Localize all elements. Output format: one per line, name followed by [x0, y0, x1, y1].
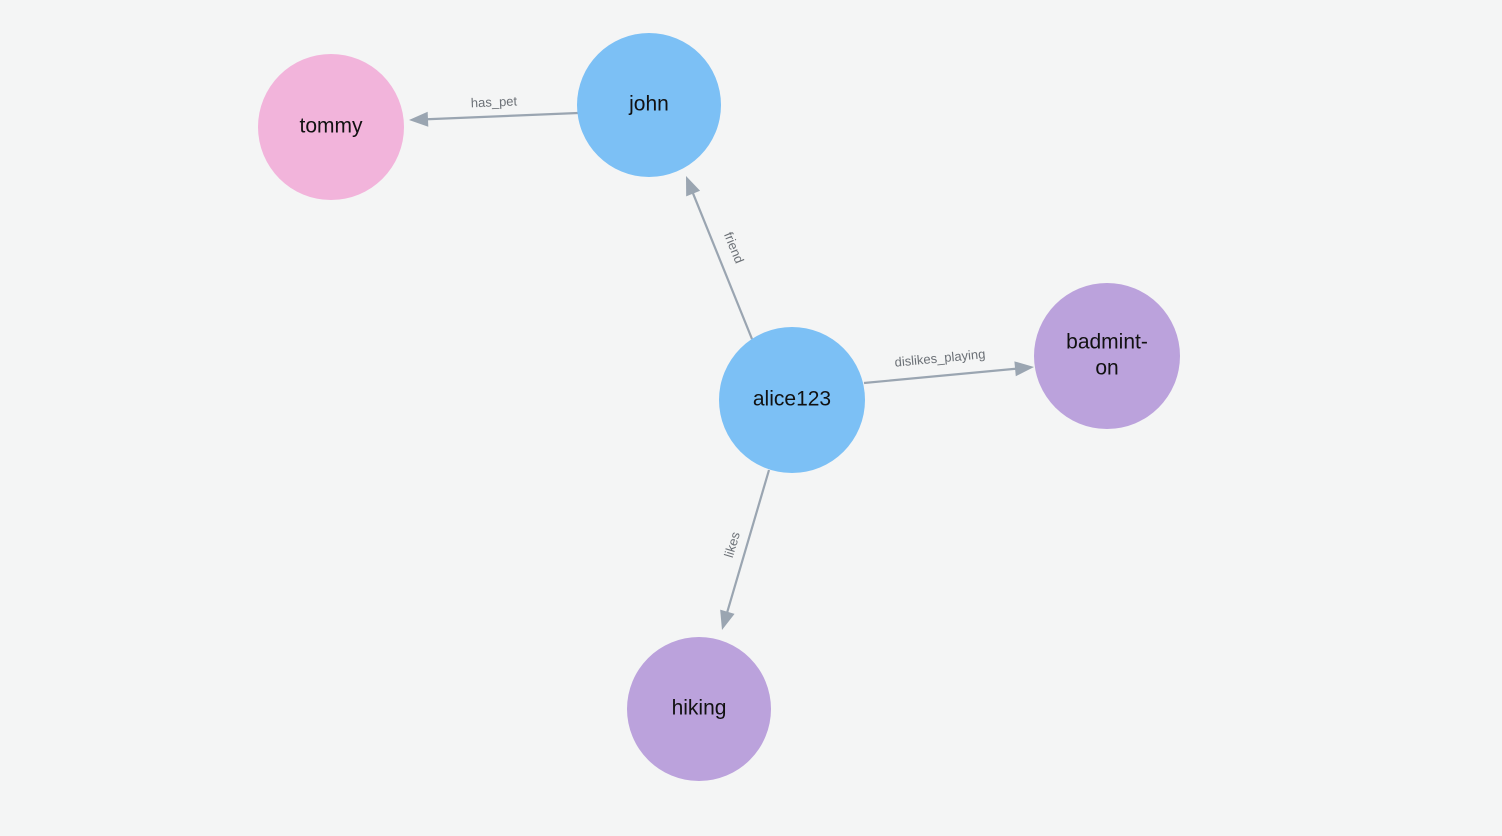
- edge-label: dislikes_playing: [894, 346, 986, 370]
- edge-label: likes: [721, 530, 743, 560]
- node-circle[interactable]: [577, 33, 721, 177]
- graph-node-alice123[interactable]: alice123: [719, 327, 865, 473]
- edge-arrowhead-icon: [409, 111, 429, 127]
- nodes-layer: tommy john alice123 badmint-on hiking: [258, 33, 1180, 781]
- graph-node-hiking[interactable]: hiking: [627, 637, 771, 781]
- edge-line: [423, 111, 579, 121]
- graph-node-badminton[interactable]: badmint-on: [1034, 283, 1180, 429]
- edge-line: [863, 367, 1020, 385]
- graph-edge[interactable]: [863, 361, 1034, 385]
- node-circle[interactable]: [719, 327, 865, 473]
- node-circle[interactable]: [258, 54, 404, 200]
- graph-edge[interactable]: [409, 111, 579, 127]
- edge-label: friend: [721, 230, 747, 266]
- edge-line: [725, 469, 771, 616]
- edge-arrowhead-icon: [1014, 361, 1034, 377]
- edge-arrowhead-icon: [720, 609, 735, 630]
- edge-arrowhead-icon: [686, 176, 701, 197]
- edges-layer: [409, 111, 1034, 630]
- edge-line: [690, 189, 754, 340]
- node-circle[interactable]: [627, 637, 771, 781]
- edge-label: has_pet: [471, 93, 518, 110]
- graph-node-john[interactable]: john: [577, 33, 721, 177]
- graph-edge[interactable]: [720, 469, 771, 630]
- graph-node-tommy[interactable]: tommy: [258, 54, 404, 200]
- graph-edge[interactable]: [686, 176, 754, 340]
- node-circle[interactable]: [1034, 283, 1180, 429]
